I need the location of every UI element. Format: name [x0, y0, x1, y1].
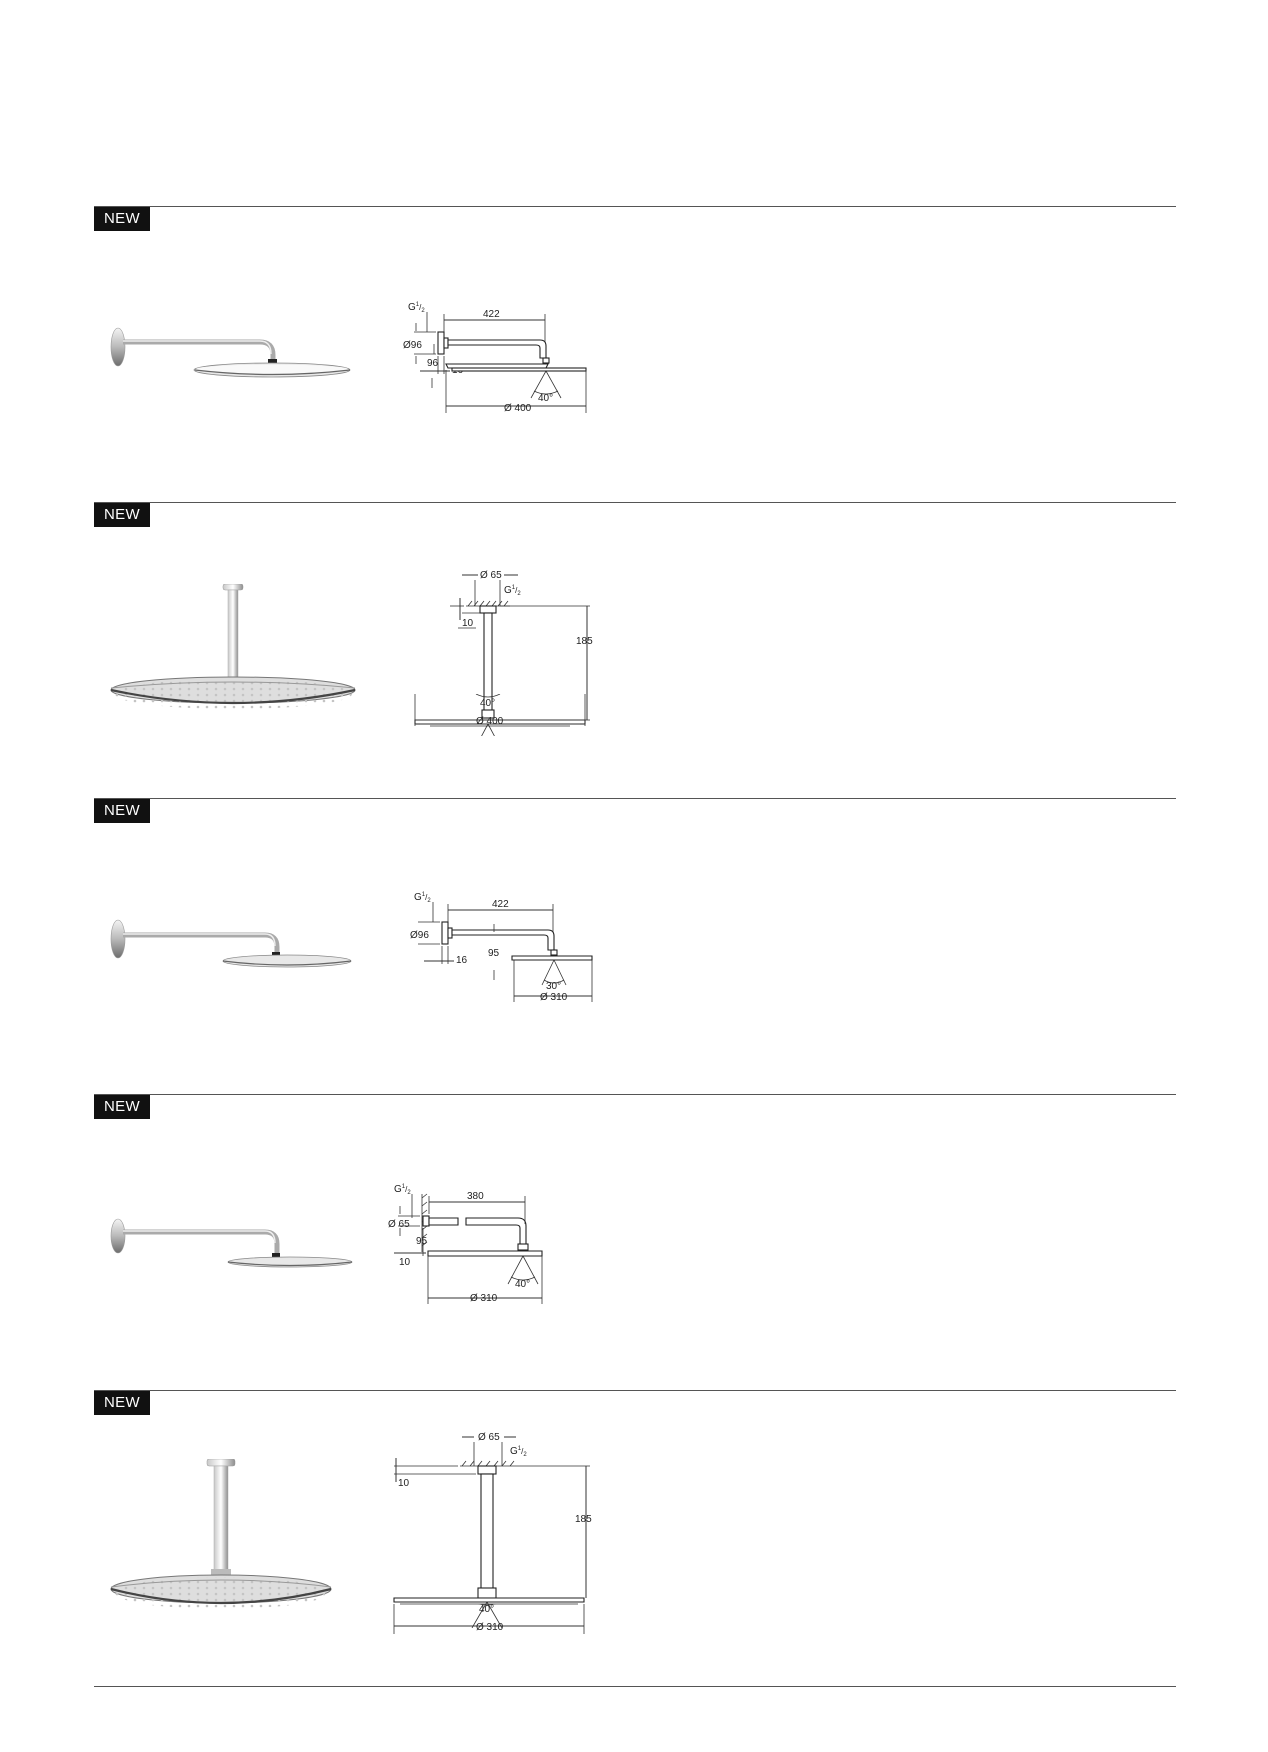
spray-angle-label: 30° [546, 981, 561, 992]
drop-label: 95 [416, 1236, 428, 1247]
head-diameter-label: Ø 400 [476, 716, 504, 727]
flange-diameter-label: Ø96 [403, 340, 422, 351]
thread-label: G1/2 [394, 1184, 411, 1196]
head-diameter-label: Ø 310 [470, 1293, 498, 1304]
new-badge: NEW [94, 1095, 150, 1119]
head-diameter-label: Ø 310 [476, 1622, 504, 1633]
new-badge: NEW [94, 503, 150, 527]
spray-angle-label: 40° [479, 1604, 494, 1615]
shower-wall-arm-photo [110, 1218, 353, 1268]
arm-length-label: 422 [483, 309, 500, 320]
wall-offset-label: 16 [456, 955, 468, 966]
shower-wall-arm-photo [110, 919, 352, 968]
new-badge: NEW [94, 207, 150, 231]
ceiling-offset-label: 10 [398, 1478, 410, 1489]
wall-offset-label: 10 [399, 1257, 411, 1268]
spray-angle-label: 40° [538, 393, 553, 404]
shower-wall-arm-photo [110, 327, 351, 378]
shower-ceiling-photo [110, 1459, 332, 1609]
head-diameter-label: Ø 400 [504, 403, 532, 413]
thread-label: G1/2 [510, 1446, 527, 1458]
pipe-diameter-label: Ø 65 [478, 1432, 500, 1443]
head-diameter-label: Ø 310 [540, 992, 568, 1003]
arm-length-label: 422 [492, 899, 509, 910]
technical-drawing-ceiling-lower: 40° Ø 310 [393, 1604, 585, 1634]
spray-angle-label: 40° [515, 1279, 530, 1290]
technical-drawing-wall-arm: G1/2 Ø 65 380 95 10 40° Ø 310 [388, 1184, 543, 1304]
height-label: 185 [575, 1514, 592, 1525]
arm-length-label: 380 [467, 1191, 484, 1202]
flange-diameter-label: Ø 65 [388, 1219, 410, 1230]
technical-drawing-ceiling: Ø 65 G1/2 10 185 [393, 1432, 592, 1628]
new-badge: NEW [94, 1391, 150, 1415]
drop-label: 96 [427, 358, 439, 369]
section-divider [94, 502, 1176, 503]
shower-ceiling-photo [110, 584, 356, 709]
section-divider [94, 206, 1176, 207]
section-divider [94, 1390, 1176, 1391]
page-footer-rule [94, 1686, 1176, 1687]
thread-label: G1/2 [408, 302, 425, 314]
drop-label: 95 [488, 948, 500, 959]
thread-label: G1/2 [504, 585, 521, 597]
technical-drawing-ceiling-lower: 40° Ø 400 [414, 694, 586, 727]
thread-label: G1/2 [414, 892, 431, 904]
height-label: 185 [576, 636, 593, 647]
pipe-diameter-label: Ø 65 [480, 570, 502, 581]
technical-drawing-wall-arm: G1/2 Ø96 422 16 96 40° Ø 400 [403, 302, 587, 413]
section-divider [94, 798, 1176, 799]
ceiling-offset-label: 10 [462, 618, 474, 629]
new-badge: NEW [94, 799, 150, 823]
flange-diameter-label: Ø96 [410, 930, 429, 941]
technical-drawing-wall-arm: G1/2 Ø96 422 16 95 30° Ø 310 [410, 892, 593, 1003]
spray-angle-label: 40° [480, 698, 495, 709]
section-divider [94, 1094, 1176, 1095]
